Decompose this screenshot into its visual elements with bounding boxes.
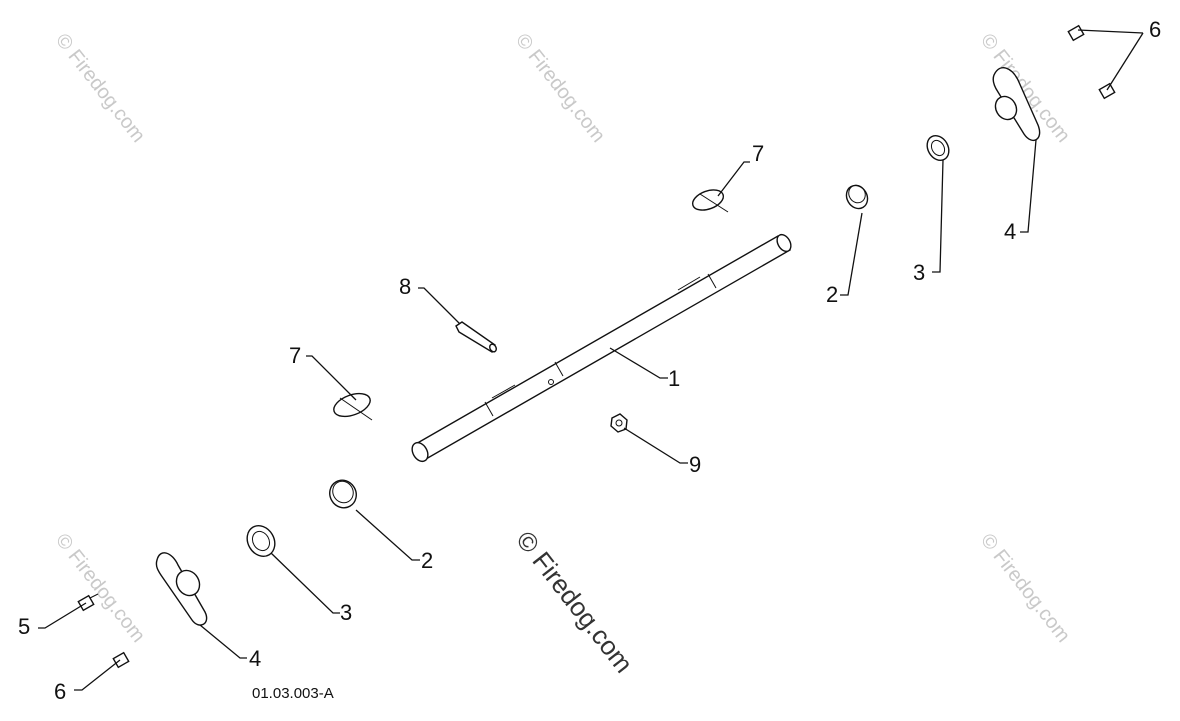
nut-part-9 (610, 413, 628, 433)
callout-6-top: 6 (1149, 17, 1161, 42)
bolt-part-6-top-b (1098, 82, 1116, 100)
watermark-center: © Firedog.com (510, 525, 639, 678)
callout-labels: 1 2 2 3 3 4 4 5 6 6 7 7 8 9 (18, 17, 1161, 704)
callout-3-left: 3 (340, 600, 352, 625)
watermark-top-left: © Firedog.com (51, 30, 149, 147)
leader-lines (38, 29, 1144, 691)
watermark-bottom-right: © Firedog.com (976, 530, 1074, 647)
callout-6-bottom: 6 (54, 679, 66, 704)
callout-8: 8 (399, 274, 411, 299)
drawing-code: 01.03.003-A (252, 685, 334, 702)
callout-4-right: 4 (1004, 219, 1016, 244)
bushing-part-2-left (329, 479, 357, 509)
shaft-part-1 (411, 233, 792, 463)
clip-part-7-left (333, 392, 373, 421)
callout-1: 1 (668, 366, 680, 391)
callout-7-left: 7 (289, 343, 301, 368)
flange-part-4-left (155, 552, 208, 626)
bolt-part-6-top-a (1067, 24, 1085, 42)
pin-part-8 (455, 321, 497, 354)
watermark-top-center: © Firedog.com (511, 30, 609, 147)
callout-2-left: 2 (421, 548, 433, 573)
watermarks: © Firedog.com © Firedog.com © Firedog.co… (51, 30, 1074, 679)
bolt-part-6-bottom (112, 651, 130, 669)
callout-9: 9 (689, 452, 701, 477)
bushing-part-2-right (845, 184, 869, 210)
callout-4-left: 4 (249, 646, 261, 671)
callout-3-right: 3 (913, 260, 925, 285)
washer-part-3-right (926, 134, 950, 162)
washer-part-3-left (246, 524, 276, 558)
flange-part-4-right (992, 67, 1041, 142)
clip-part-7-top (691, 189, 729, 213)
callout-2-right: 2 (826, 282, 838, 307)
watermark-bottom-left: © Firedog.com (51, 530, 149, 647)
callout-7-top: 7 (752, 141, 764, 166)
callout-5: 5 (18, 614, 30, 639)
